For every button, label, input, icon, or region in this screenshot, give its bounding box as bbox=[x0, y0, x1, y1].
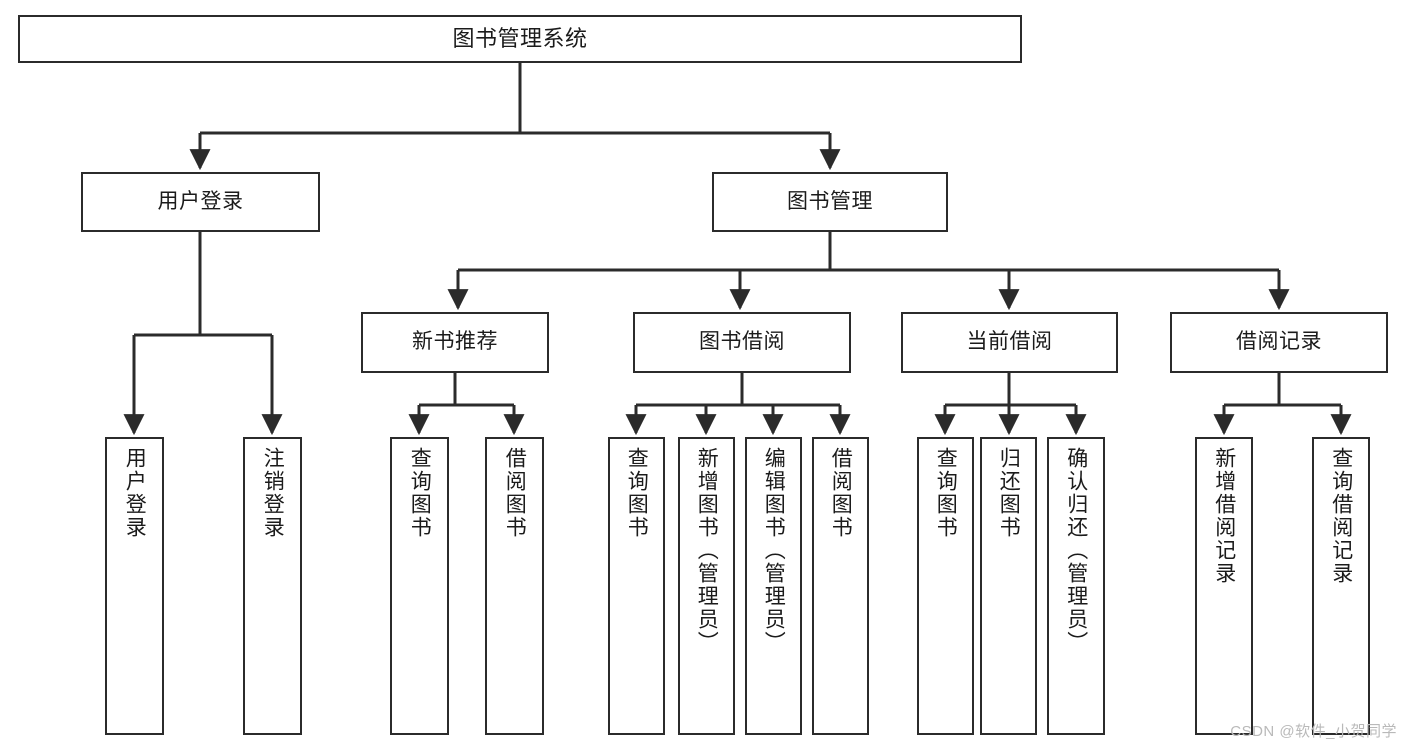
node-borrow-record[interactable]: 借阅记录 bbox=[1170, 312, 1388, 373]
node-leaf-user-login[interactable]: 用户登录 bbox=[105, 437, 164, 735]
node-leaf-edit-book[interactable]: 编辑图书（管理员） bbox=[745, 437, 802, 735]
node-leaf-add-book-label: 新增图书（管理员） bbox=[695, 447, 719, 654]
node-leaf-query-record[interactable]: 查询借阅记录 bbox=[1312, 437, 1370, 735]
node-leaf-borrow-book-1[interactable]: 借阅图书 bbox=[485, 437, 544, 735]
node-leaf-query-book-1[interactable]: 查询图书 bbox=[390, 437, 449, 735]
node-leaf-borrow-book-2-label: 借阅图书 bbox=[829, 447, 853, 539]
node-leaf-user-login-label: 用户登录 bbox=[123, 447, 147, 539]
node-current-borrow[interactable]: 当前借阅 bbox=[901, 312, 1118, 373]
node-borrow-record-label: 借阅记录 bbox=[1236, 330, 1322, 354]
node-leaf-edit-book-label: 编辑图书（管理员） bbox=[762, 447, 786, 654]
node-leaf-add-book[interactable]: 新增图书（管理员） bbox=[678, 437, 735, 735]
node-user-login-label: 用户登录 bbox=[157, 189, 244, 213]
node-leaf-logout[interactable]: 注销登录 bbox=[243, 437, 302, 735]
node-leaf-query-book-2-label: 查询图书 bbox=[625, 447, 649, 539]
node-book-manage-label: 图书管理 bbox=[787, 189, 873, 213]
node-leaf-add-record-label: 新增借阅记录 bbox=[1212, 447, 1236, 585]
node-root-label: 图书管理系统 bbox=[452, 26, 588, 52]
node-book-borrow[interactable]: 图书借阅 bbox=[633, 312, 851, 373]
node-leaf-query-record-label: 查询借阅记录 bbox=[1329, 447, 1353, 585]
node-book-borrow-label: 图书借阅 bbox=[699, 330, 785, 354]
node-leaf-query-book-3[interactable]: 查询图书 bbox=[917, 437, 974, 735]
node-new-book-recommend-label: 新书推荐 bbox=[412, 330, 498, 354]
node-root[interactable]: 图书管理系统 bbox=[18, 15, 1022, 63]
node-leaf-borrow-book-1-label: 借阅图书 bbox=[503, 447, 527, 539]
node-leaf-logout-label: 注销登录 bbox=[261, 447, 285, 539]
node-book-manage[interactable]: 图书管理 bbox=[712, 172, 948, 232]
node-leaf-query-book-3-label: 查询图书 bbox=[934, 447, 958, 539]
watermark: CSDN @软件_小贺同学 bbox=[1230, 723, 1397, 740]
node-user-login[interactable]: 用户登录 bbox=[81, 172, 320, 232]
node-current-borrow-label: 当前借阅 bbox=[966, 330, 1053, 354]
node-leaf-return-book[interactable]: 归还图书 bbox=[980, 437, 1037, 735]
node-leaf-add-record[interactable]: 新增借阅记录 bbox=[1195, 437, 1253, 735]
node-leaf-confirm-return[interactable]: 确认归还（管理员） bbox=[1047, 437, 1105, 735]
node-new-book-recommend[interactable]: 新书推荐 bbox=[361, 312, 549, 373]
node-leaf-query-book-2[interactable]: 查询图书 bbox=[608, 437, 665, 735]
node-leaf-return-book-label: 归还图书 bbox=[997, 447, 1021, 539]
node-leaf-borrow-book-2[interactable]: 借阅图书 bbox=[812, 437, 869, 735]
node-leaf-confirm-return-label: 确认归还（管理员） bbox=[1064, 447, 1088, 654]
node-leaf-query-book-1-label: 查询图书 bbox=[408, 447, 432, 539]
